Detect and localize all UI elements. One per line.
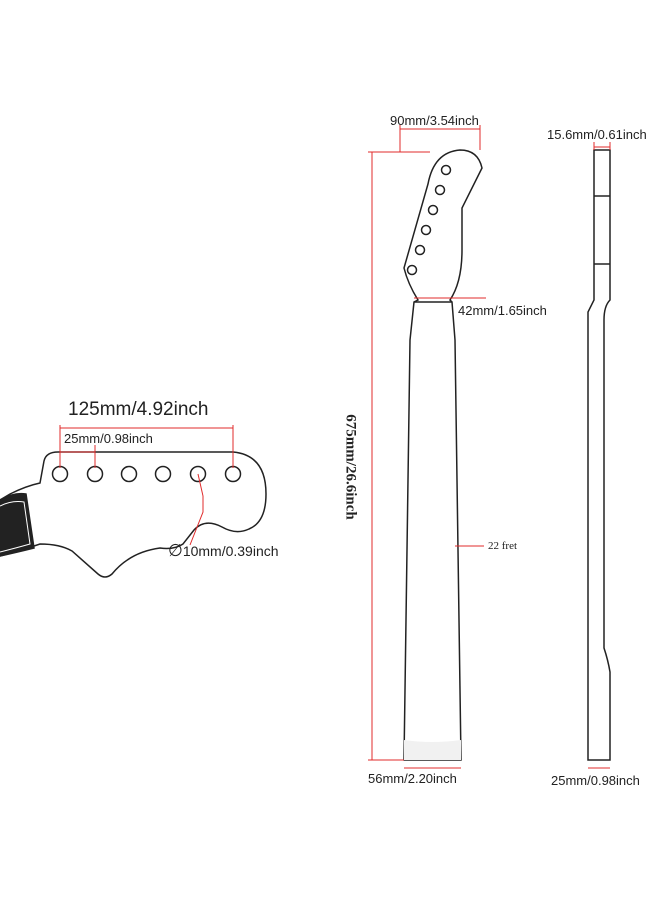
front-hole-2 bbox=[434, 184, 446, 196]
front-dimensions bbox=[368, 125, 486, 769]
head-width-label: 90mm/3.54inch bbox=[390, 113, 479, 128]
tuner-hole-6 bbox=[224, 465, 242, 483]
tuner-hole-5 bbox=[189, 465, 207, 483]
neck-front-view bbox=[403, 149, 483, 761]
tuner-hole-2 bbox=[86, 465, 104, 483]
tuner-hole-4 bbox=[154, 465, 172, 483]
heel-shading bbox=[404, 740, 461, 760]
hole-diameter-value: 10mm/0.39inch bbox=[182, 543, 279, 559]
front-hole-4 bbox=[420, 224, 432, 236]
fret-count-label: 22 fret bbox=[488, 540, 518, 552]
head-thickness-label: 15.6mm/0.61inch bbox=[547, 127, 647, 142]
heel-thickness-label: 25mm/0.98inch bbox=[551, 773, 640, 788]
side-dimensions bbox=[588, 142, 611, 769]
fretboard-edge bbox=[0, 501, 31, 553]
front-hole-3 bbox=[427, 204, 439, 216]
neck-front-outline bbox=[403, 149, 483, 761]
nut-width-label: 42mm/1.65inch bbox=[458, 303, 547, 318]
front-hole-5 bbox=[414, 244, 426, 256]
headstock-dimensions bbox=[59, 425, 234, 546]
neck-side-outline bbox=[587, 149, 611, 761]
front-hole-6 bbox=[406, 264, 418, 276]
heel-width-label: 56mm/2.20inch bbox=[368, 771, 457, 786]
fretboard-end bbox=[0, 492, 35, 557]
headstock-outline bbox=[0, 451, 267, 578]
headstock-detail bbox=[0, 451, 267, 578]
hole-diameter-label: ∅10mm/0.39inch bbox=[168, 541, 279, 561]
total-length-label: 675mm/26.6inch bbox=[342, 414, 359, 520]
diameter-symbol: ∅ bbox=[168, 541, 183, 560]
headstock-total-spacing-label: 125mm/4.92inch bbox=[68, 399, 209, 420]
front-hole-1 bbox=[440, 164, 452, 176]
neck-side-view bbox=[587, 149, 611, 761]
tuner-hole-1 bbox=[51, 465, 69, 483]
tuner-hole-3 bbox=[120, 465, 138, 483]
headstock-hole-spacing-label: 25mm/0.98inch bbox=[64, 431, 153, 446]
